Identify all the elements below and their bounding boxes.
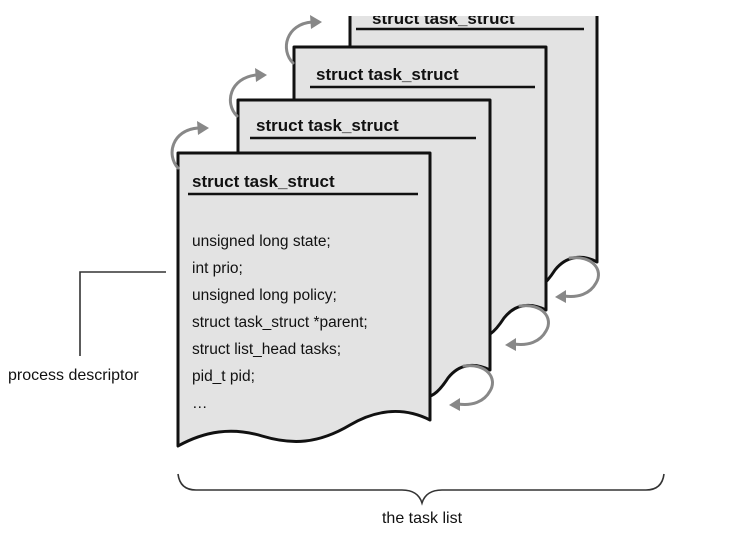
prev-arrow-2-icon [505,304,550,351]
field-line-6: pid_t pid; [192,368,255,385]
field-line-2: int prio; [192,260,243,277]
field-line-7: … [192,395,208,412]
process-descriptor-label: process descriptor [8,367,139,384]
next-arrow-1-icon [284,15,322,65]
field-line-5: struct list_head tasks; [192,341,341,358]
prev-arrow-3-icon [449,364,494,411]
field-line-3: unsigned long policy; [192,287,337,304]
field-line-4: struct task_struct *parent; [192,314,368,331]
task-struct-card-4: struct task_struct unsigned long state; … [176,151,432,448]
card-4-outline [176,151,432,448]
card-1-title: struct task_struct [372,9,515,28]
prev-arrow-1-icon [555,256,600,303]
card-4-title: struct task_struct [192,172,335,191]
task-list-brace [177,473,665,506]
field-line-1: unsigned long state; [192,233,331,250]
next-arrow-3-icon [170,121,209,170]
task-list-label: the task list [382,510,463,527]
process-descriptor-leader [79,271,166,356]
card-3-title: struct task_struct [256,116,399,135]
next-arrow-2-icon [228,68,267,118]
card-2-title: struct task_struct [316,65,459,84]
